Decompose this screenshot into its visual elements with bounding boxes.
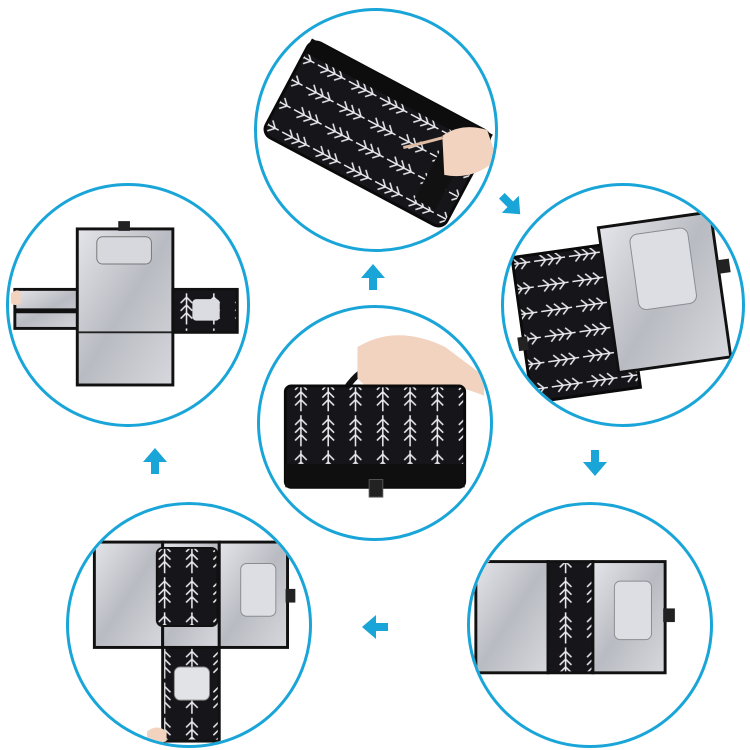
step-closed-pad-circle [254, 8, 498, 252]
arrow-up-icon [140, 446, 170, 476]
step-fully-unfolded-circle [6, 183, 250, 427]
pocket-flap-image [92, 540, 296, 744]
step-first-fold-open-circle [501, 183, 745, 427]
fully-unfolded-pad-image [10, 221, 239, 387]
arrow-down-icon [580, 448, 610, 478]
step-pocket-flap-circle [66, 502, 312, 748]
arrow-up-icon [358, 262, 388, 292]
step-carried-pad-circle [257, 305, 493, 541]
arrow-down-right-icon [496, 190, 526, 220]
first-fold-open-image [510, 210, 733, 405]
carried-pad-image [283, 335, 485, 498]
step-tri-fold-open-circle [467, 502, 713, 748]
tri-fold-open-image [474, 547, 675, 675]
closed-pad-image [263, 38, 495, 228]
arrow-left-icon [360, 612, 390, 642]
